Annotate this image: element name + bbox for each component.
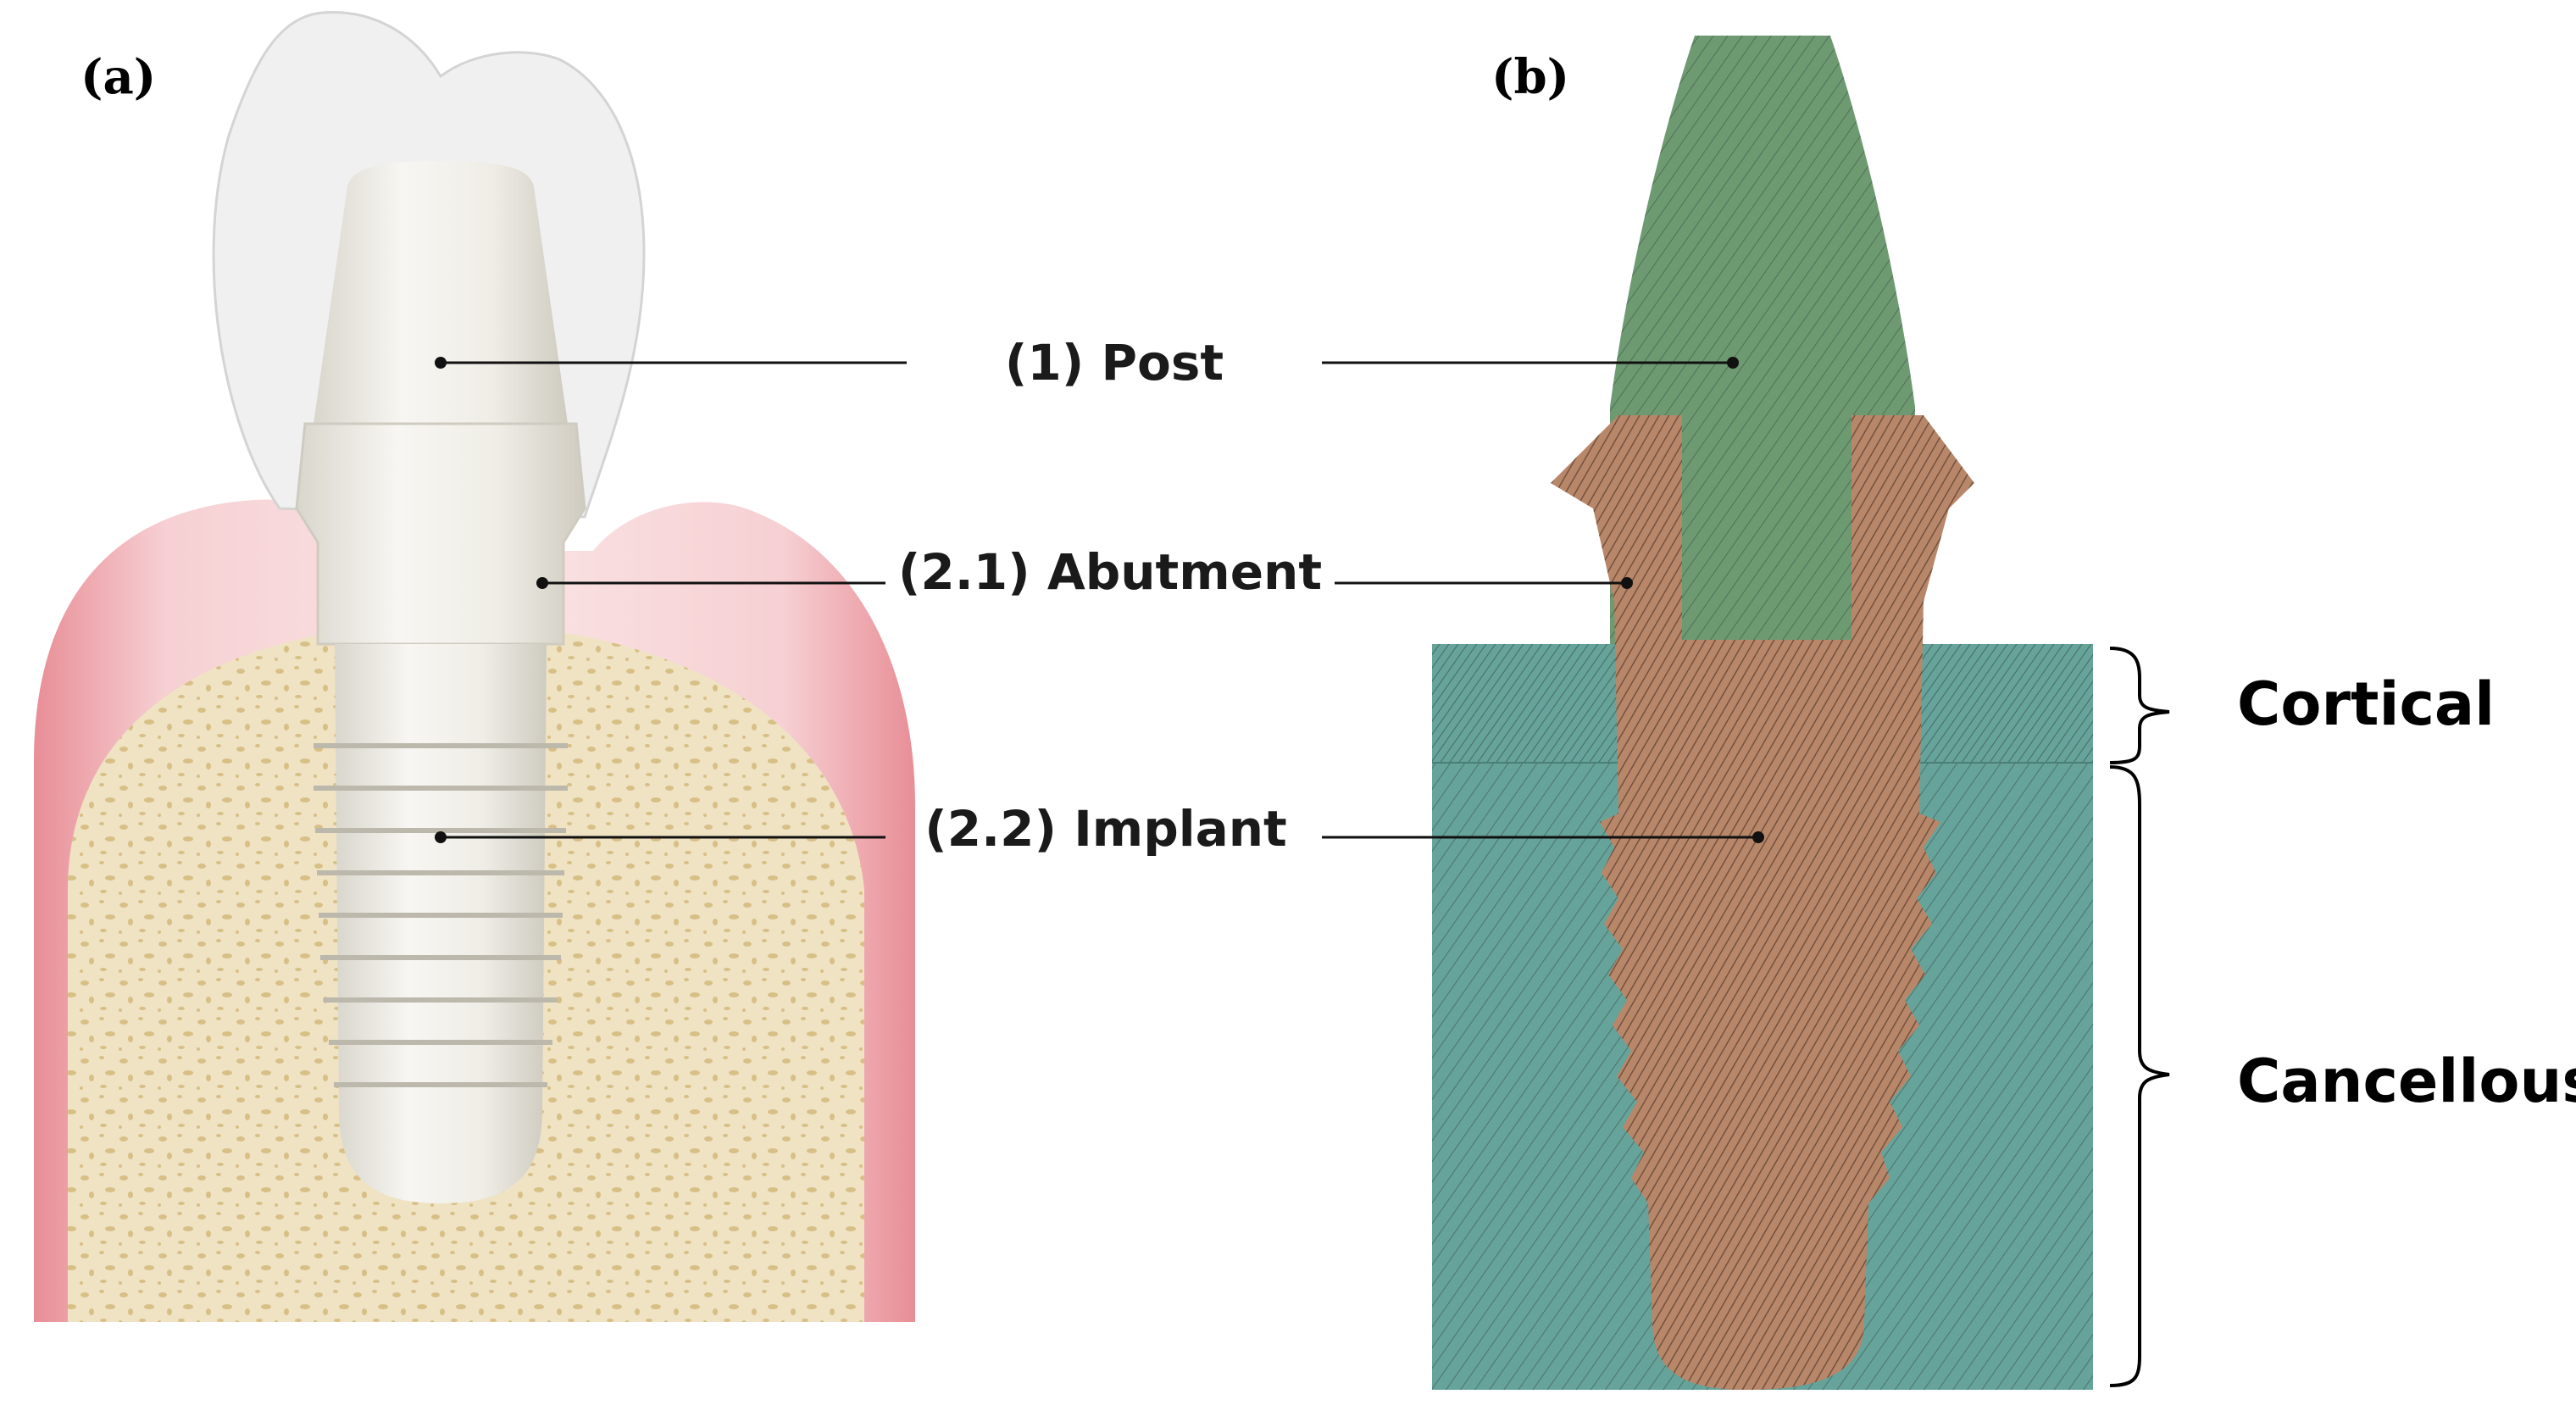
abutment-label: (2.1) Abutment: [898, 543, 1322, 601]
implant-label: (2.2) Implant: [924, 800, 1287, 858]
cancellous-label: Cancellous: [2237, 1047, 2576, 1116]
cortical-label: Cortical: [2237, 669, 2495, 739]
panel-label-a: (a): [80, 49, 156, 105]
panel-a-illustration: [34, 12, 915, 1322]
cancellous-brace: [2110, 767, 2169, 1386]
abutment-illustration: [297, 424, 585, 644]
cortical-brace: [2110, 648, 2169, 763]
panel-b-model: [1432, 36, 2093, 1390]
panel-label-b: (b): [1491, 49, 1569, 105]
implant-illustration: [314, 644, 568, 1203]
post-label: (1) Post: [1005, 334, 1224, 392]
post-illustration: [314, 161, 568, 424]
